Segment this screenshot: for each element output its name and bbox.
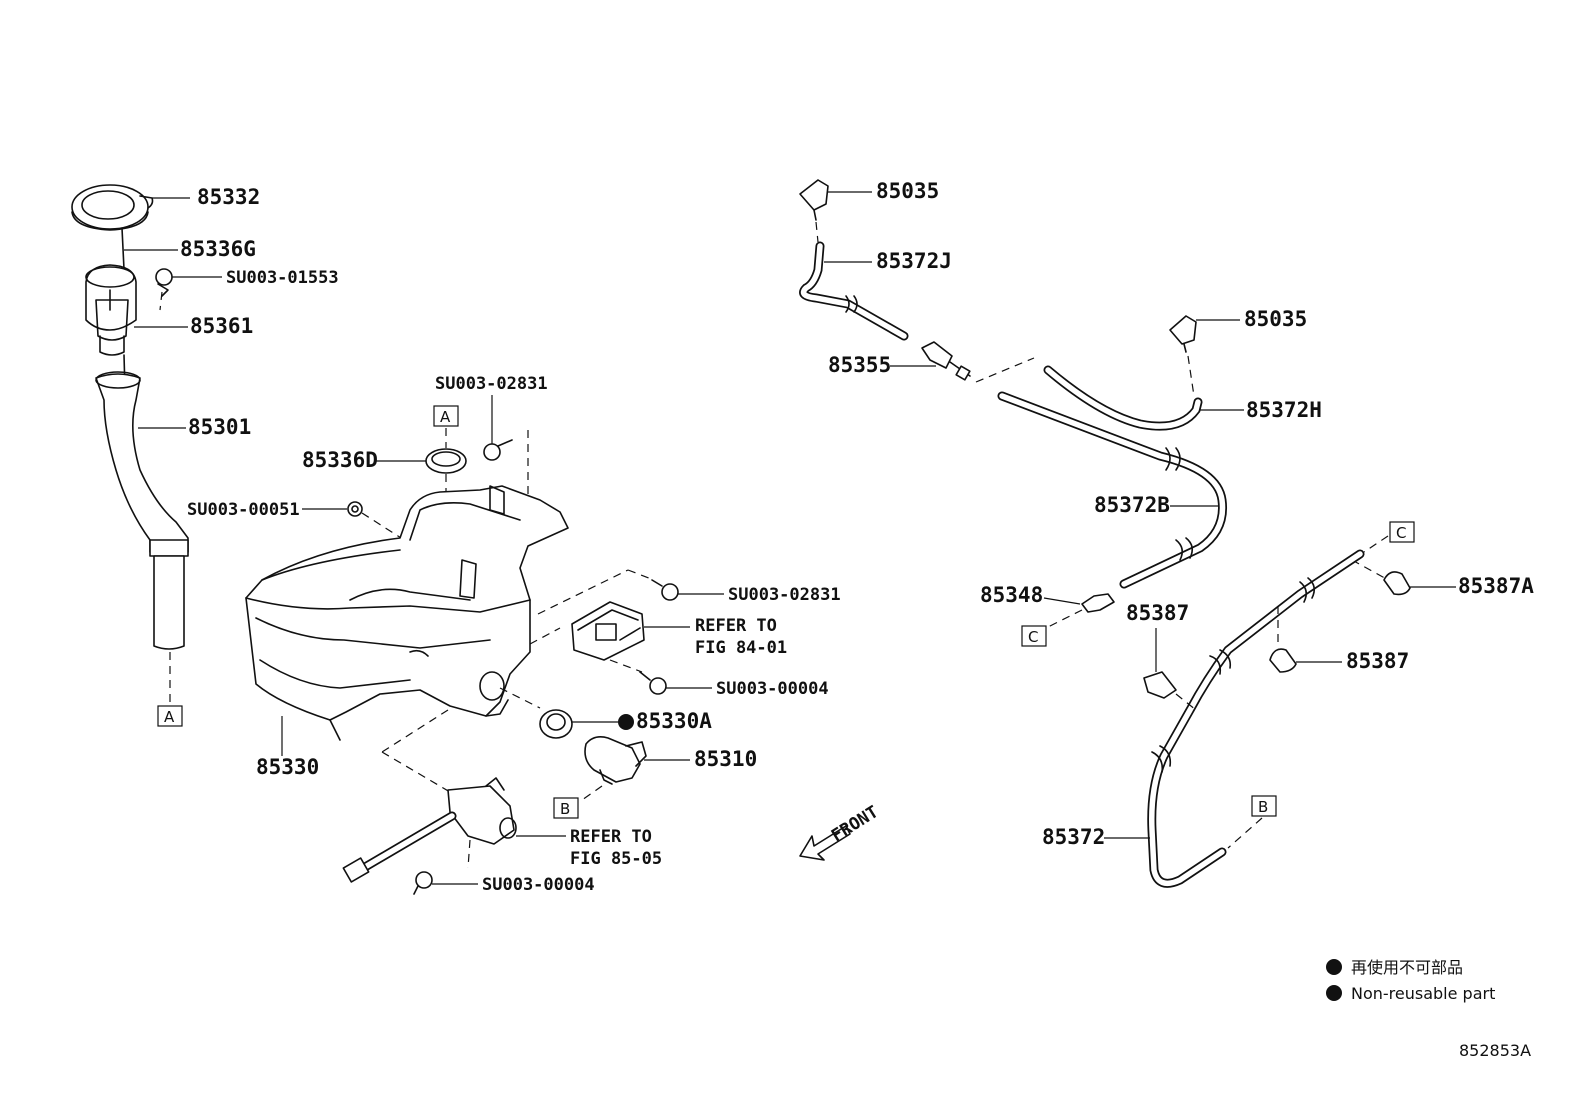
clip-top[interactable] [155, 268, 173, 297]
level-sensor[interactable] [342, 777, 517, 883]
bolt-bottom[interactable] [413, 871, 433, 895]
inlet-pipe[interactable] [85, 264, 137, 356]
svg-text:A: A [440, 408, 451, 426]
label-clamp-left: 85387 [1126, 601, 1189, 625]
ref-box-b-pump: B [553, 797, 579, 819]
legend-bullet-icon [1326, 959, 1342, 975]
pump-grommet[interactable] [539, 709, 573, 739]
ref-box-a-left: A [157, 705, 183, 727]
legend-line-1: 再使用不可部品 [1351, 958, 1463, 977]
legend-line-2: Non-reusable part [1351, 984, 1495, 1003]
bolt-bracket[interactable] [651, 579, 679, 601]
svg-text:C: C [1396, 524, 1406, 542]
label-bolt-bracket: SU003-02831 [728, 585, 841, 605]
label-bolt-pump: SU003-00004 [716, 679, 829, 699]
label-tank: 85330 [256, 755, 319, 779]
label-refer-84: REFER TO [695, 616, 777, 636]
label-clip-top: SU003-01553 [226, 268, 339, 288]
bracket-84[interactable] [571, 601, 645, 661]
svg-text:B: B [1258, 798, 1268, 816]
filler-cap[interactable] [71, 184, 154, 231]
label-inlet-pipe: 85361 [190, 314, 253, 338]
label-hose-j: 85372J [876, 249, 952, 273]
figure-code: 852853A [1459, 1041, 1531, 1060]
nut-left[interactable] [347, 501, 363, 517]
ref-box-a-tank: A [433, 405, 459, 427]
hose-b[interactable] [997, 391, 1228, 589]
label-clamp-right: 85387 [1346, 649, 1409, 673]
label-filler-hose: 85301 [188, 415, 251, 439]
svg-text:B: B [560, 800, 570, 818]
clamp-a[interactable] [1383, 571, 1411, 596]
hose-joint[interactable] [1081, 593, 1115, 613]
label-refer-84-fig: FIG 84-01 [695, 638, 787, 658]
washer-tank[interactable] [245, 485, 569, 741]
label-clamp-a: 85387A [1458, 574, 1534, 598]
label-bolt-top: SU003-02831 [435, 374, 548, 394]
hose-j[interactable] [799, 241, 909, 341]
clamp-left[interactable] [1143, 671, 1177, 699]
label-front: FRONT [828, 802, 882, 846]
ref-box-c-joint: C [1021, 625, 1047, 647]
washer-pump[interactable] [584, 736, 647, 785]
hose-main[interactable] [1147, 549, 1365, 888]
grommet[interactable] [425, 448, 467, 474]
label-refer-85: REFER TO [570, 827, 652, 847]
label-hose-b: 85372B [1094, 493, 1170, 517]
front-arrow-icon [799, 825, 851, 861]
check-valve[interactable] [921, 341, 971, 381]
label-refer-85-fig: FIG 85-05 [570, 849, 662, 869]
hose-h[interactable] [1043, 365, 1203, 431]
clamp-right[interactable] [1269, 648, 1297, 673]
label-hose-h: 85372H [1246, 398, 1322, 422]
label-hose-main: 85372 [1042, 825, 1105, 849]
nozzle-left[interactable] [799, 179, 829, 221]
label-grommet: 85336D [302, 448, 378, 472]
non-reusable-mark [618, 714, 634, 730]
svg-text:A: A [164, 708, 175, 726]
filler-hose[interactable] [95, 371, 189, 650]
label-nut-left: SU003-00051 [187, 500, 300, 520]
svg-text:C: C [1028, 628, 1038, 646]
legend: 再使用不可部品 Non-reusable part [1326, 958, 1495, 1003]
label-joint: 85348 [980, 583, 1043, 607]
label-pump: 85310 [694, 747, 757, 771]
label-strap: 85336G [180, 237, 256, 261]
label-nozzle-right: 85035 [1244, 307, 1307, 331]
bolt-pump[interactable] [639, 671, 667, 695]
ref-box-b-hose: B [1251, 795, 1277, 817]
legend-bullet-icon [1326, 985, 1342, 1001]
label-bolt-bottom: SU003-00004 [482, 875, 595, 895]
label-check-valve: 85355 [828, 353, 891, 377]
bolt-top[interactable] [483, 439, 513, 461]
label-cap: 85332 [197, 185, 260, 209]
label-nozzle-left: 85035 [876, 179, 939, 203]
nozzle-right[interactable] [1169, 315, 1197, 353]
ref-box-c-hose: C [1389, 521, 1415, 543]
label-pump-grommet: 85330A [636, 709, 712, 733]
